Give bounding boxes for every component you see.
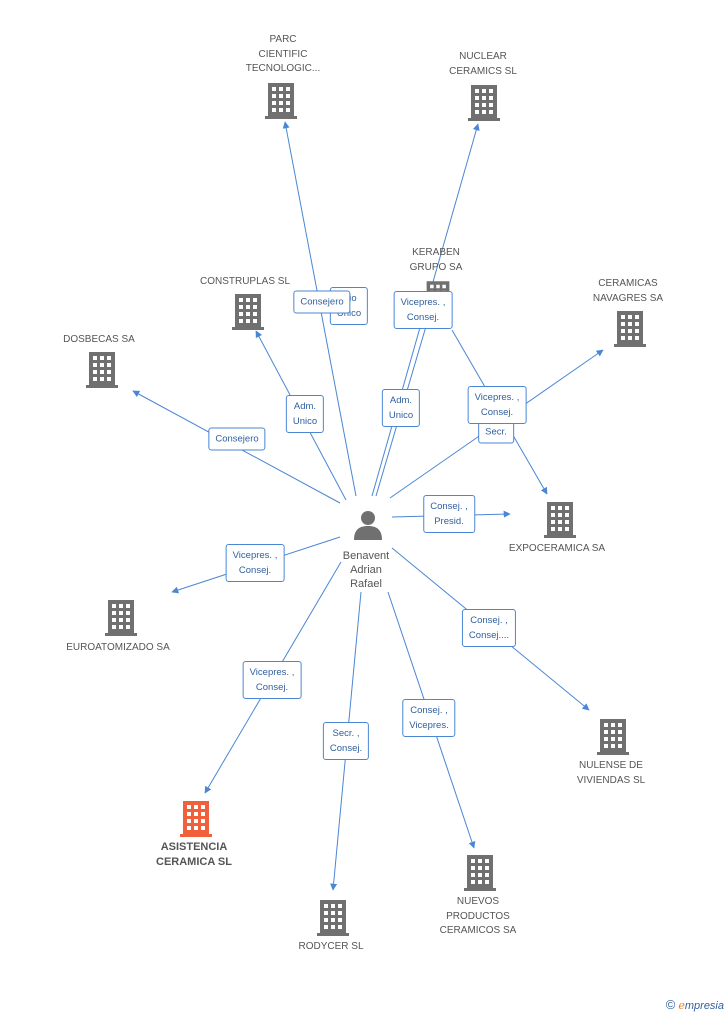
building-icon bbox=[232, 294, 264, 330]
building-icon bbox=[180, 801, 212, 837]
company-construplas[interactable]: CONSTRUPLAS SL bbox=[199, 276, 291, 287]
company-nulense[interactable]: NULENSE DE VIVIENDAS SL bbox=[576, 760, 646, 786]
footer-brand[interactable]: © empresia bbox=[666, 997, 724, 1012]
person-name[interactable]: Benavent Adrian Rafael bbox=[342, 550, 390, 590]
building-icon bbox=[317, 900, 349, 936]
copyright-icon: © bbox=[665, 997, 676, 1012]
relation-label: Consej. , Consej.... bbox=[461, 609, 517, 647]
company-rodycer[interactable]: RODYCER SL bbox=[298, 941, 364, 952]
relation-label: Secr. , Consej. bbox=[322, 722, 370, 760]
relation-label: Consej. , Vicepres. bbox=[402, 699, 456, 737]
relation-label: Vicepres. , Consej. bbox=[225, 544, 285, 582]
company-euroatomizado[interactable]: EUROATOMIZADO SA bbox=[66, 642, 170, 653]
company-dosbecas[interactable]: DOSBECAS SA bbox=[63, 334, 135, 345]
edges bbox=[132, 121, 604, 891]
building-icon bbox=[544, 502, 576, 538]
company-expoceramica[interactable]: EXPOCERAMICA SA bbox=[508, 543, 606, 554]
company-nuevos[interactable]: NUEVOS PRODUCTOS CERAMICOS SA bbox=[439, 896, 517, 936]
building-icon bbox=[105, 600, 137, 636]
building-icon bbox=[468, 85, 500, 121]
building-icon bbox=[614, 311, 646, 347]
relation-label: Vicepres. , Consej. bbox=[467, 386, 527, 424]
relation-label: Consej. , Presid. bbox=[423, 495, 475, 533]
relation-label: Vicepres. , Consej. bbox=[242, 661, 302, 699]
relation-label: Consejero bbox=[293, 290, 351, 314]
person-icon bbox=[354, 511, 382, 540]
company-ceramicas-navagres[interactable]: CERAMICAS NAVAGRES SA bbox=[592, 278, 664, 304]
relation-label: Vicepres. , Consej. bbox=[393, 291, 453, 329]
company-keraben[interactable]: KERABEN GRUPO SA bbox=[409, 247, 463, 273]
company-nuclear[interactable]: NUCLEAR CERAMICS SL bbox=[449, 51, 517, 77]
building-icon bbox=[597, 719, 629, 755]
company-asistencia[interactable]: ASISTENCIA CERAMICA SL bbox=[156, 841, 232, 868]
building-icon bbox=[265, 83, 297, 119]
building-icon bbox=[464, 855, 496, 891]
relation-label: Consejero bbox=[208, 427, 266, 451]
building-icon bbox=[86, 352, 118, 388]
relation-label: Adm. Unico bbox=[285, 395, 325, 433]
brand-initial: e bbox=[678, 999, 685, 1012]
company-parc[interactable]: PARC CIENTIFIC TECNOLOGIC... bbox=[245, 34, 321, 74]
brand-name: mpresia bbox=[684, 1000, 724, 1012]
relation-label: Adm. Unico bbox=[381, 389, 421, 427]
